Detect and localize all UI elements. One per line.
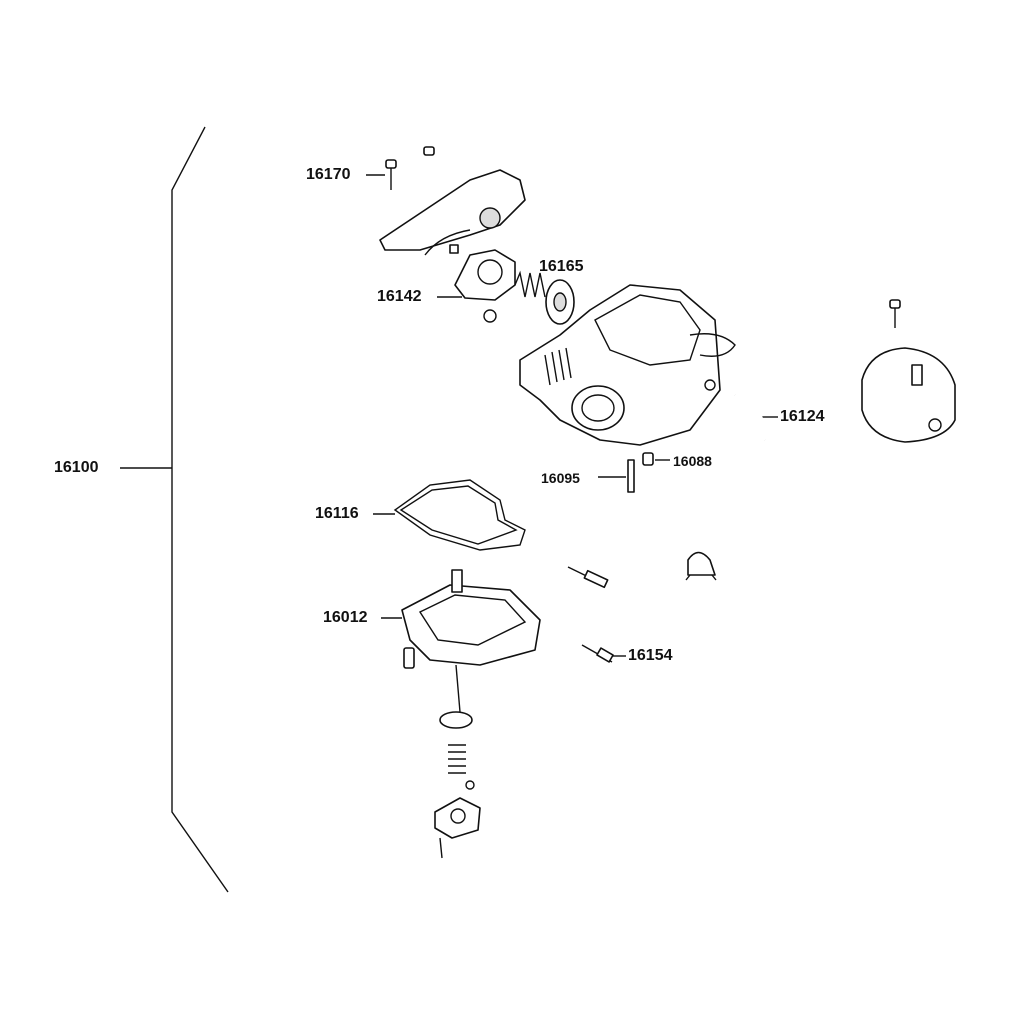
- callout-label: 16012: [323, 609, 368, 626]
- callout-label: 16142: [377, 288, 422, 305]
- screw-16170: [385, 146, 435, 190]
- gasket-16116: [393, 479, 526, 551]
- callout-label: 16170: [306, 166, 351, 183]
- jets-small-parts: [567, 452, 717, 663]
- carburetor-body: [519, 284, 736, 446]
- assembly-label: 16100: [54, 459, 99, 476]
- callout-label: 16088: [673, 453, 712, 469]
- diaphragm-cover-16142: [449, 244, 516, 323]
- top-cover: [861, 299, 956, 443]
- callout-label: 16095: [541, 470, 580, 486]
- throttle-lever: [379, 169, 526, 256]
- callout-label: 16124: [780, 408, 825, 425]
- leader-lines: [366, 174, 778, 657]
- assembly-bracket: [120, 126, 229, 893]
- callout-label: 16154: [628, 647, 673, 664]
- callout-label: 16116: [315, 505, 359, 522]
- hose-16124: [734, 392, 768, 441]
- spring-diaphragm-16165: [514, 270, 575, 325]
- float-valve-parts: [434, 664, 481, 859]
- callout-label: 16165: [539, 258, 584, 275]
- float-bowl-16012: [401, 569, 541, 669]
